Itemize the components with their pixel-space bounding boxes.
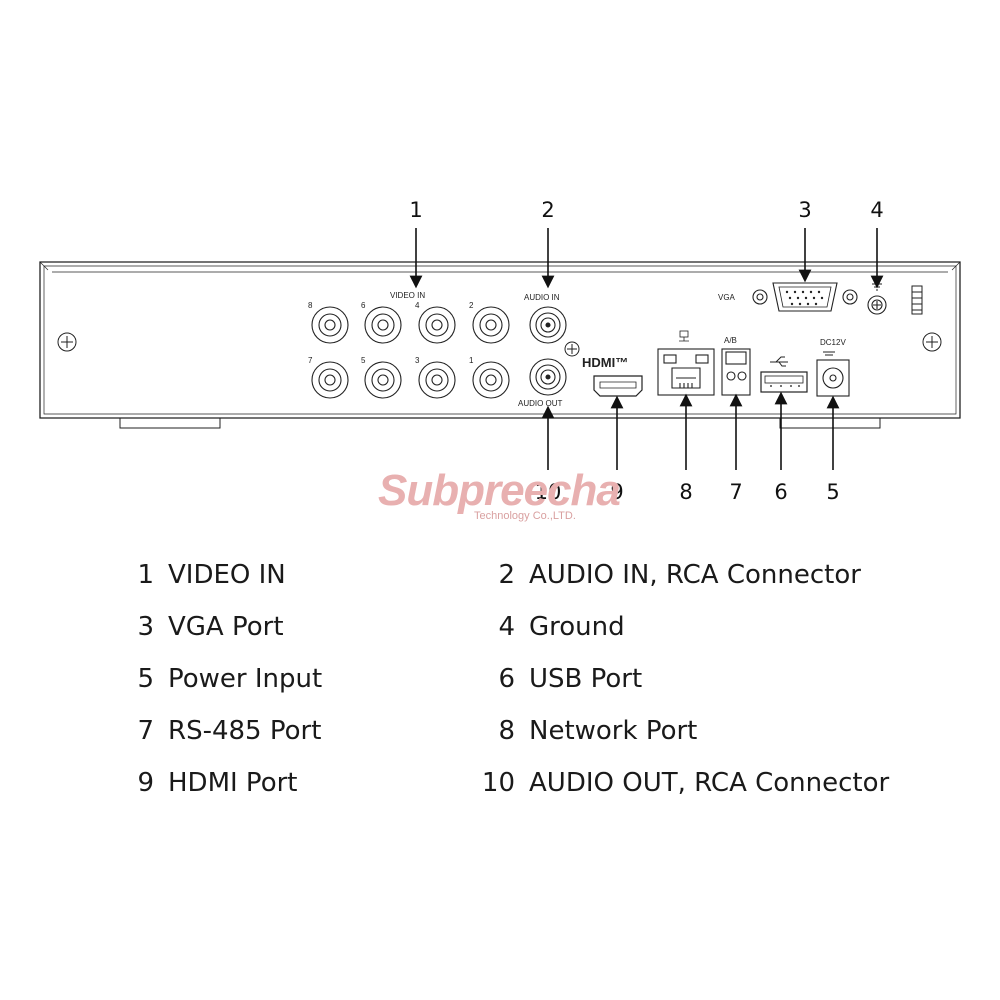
bnc-connector (364, 306, 402, 344)
legend-number: 5 (137, 664, 154, 694)
legend-number: 3 (137, 612, 154, 642)
legend-number: 4 (498, 612, 515, 642)
watermark-logo: Subpreecha Technology Co.,LTD. (378, 466, 621, 522)
network-port (657, 348, 715, 396)
callout-number-3: 3 (798, 198, 811, 222)
legend-item: 10 AUDIO OUT, RCA Connector (473, 768, 889, 798)
legend-text: Ground (529, 612, 625, 642)
hdmi-port (593, 375, 643, 397)
network-icon (679, 330, 689, 342)
legend-number: 8 (498, 716, 515, 746)
legend-text: USB Port (529, 664, 643, 694)
bnc-label: 4 (415, 301, 420, 310)
legend-text: Power Input (168, 664, 323, 694)
watermark-name: Subpreecha (378, 466, 621, 515)
legend-item: 2 AUDIO IN, RCA Connector (473, 560, 861, 590)
bnc-connector (311, 361, 349, 399)
video-in-bnc-group (311, 306, 510, 399)
plus-screw-icon (564, 341, 580, 357)
callout-number-1: 1 (409, 198, 422, 222)
vga-port (752, 282, 858, 312)
bnc-label: 2 (469, 301, 474, 310)
audio-out-rca (529, 358, 567, 396)
legend-text: Network Port (529, 716, 698, 746)
bnc-connector (311, 306, 349, 344)
bnc-connector (418, 361, 456, 399)
screw-left-icon (57, 332, 77, 352)
callout-number-7: 7 (729, 480, 742, 504)
audio-out-panel-label: AUDIO OUT (518, 399, 563, 408)
legend-item: 7 RS-485 Port (112, 716, 321, 746)
hdmi-logo-text: HDMI™ (582, 355, 628, 370)
bnc-connector (472, 306, 510, 344)
legend-number: 6 (498, 664, 515, 694)
legend-text: VIDEO IN (168, 560, 286, 590)
chassis (39, 261, 961, 429)
legend-text: AUDIO IN, RCA Connector (529, 560, 861, 590)
bnc-label: 7 (308, 356, 313, 365)
audio-in-rca (529, 306, 567, 344)
bnc-connector (418, 306, 456, 344)
bnc-label: 3 (415, 356, 420, 365)
legend-item: 9 HDMI Port (112, 768, 297, 798)
bnc-label: 1 (469, 356, 474, 365)
vent-slots (911, 285, 923, 315)
bnc-connector (472, 361, 510, 399)
audio-in-panel-label: AUDIO IN (524, 293, 560, 302)
usb-icon (770, 356, 788, 367)
legend-text: HDMI Port (168, 768, 298, 798)
dc-panel-label: DC12V (820, 338, 846, 347)
ab-panel-label: A/B (724, 336, 737, 345)
vga-panel-label: VGA (718, 293, 736, 302)
legend-item: 6 USB Port (473, 664, 642, 694)
callout-number-6: 6 (774, 480, 787, 504)
callout-number-8: 8 (679, 480, 692, 504)
bnc-number-labels: 8 6 4 2 7 5 3 1 (308, 301, 474, 365)
legend-number: 2 (498, 560, 515, 590)
legend-text: AUDIO OUT, RCA Connector (529, 768, 890, 798)
bnc-label: 8 (308, 301, 313, 310)
legend-number: 1 (137, 560, 154, 590)
legend-item: 8 Network Port (473, 716, 697, 746)
bnc-connector (364, 361, 402, 399)
legend-item: 1 VIDEO IN (112, 560, 286, 590)
callout-number-4: 4 (870, 198, 883, 222)
legend-number: 9 (137, 768, 154, 798)
video-in-panel-label: VIDEO IN (390, 291, 425, 300)
bnc-label: 6 (361, 301, 366, 310)
screw-right-icon (922, 332, 942, 352)
callout-arrows (409, 228, 884, 470)
callout-number-9: 9 (610, 480, 623, 504)
legend-text: RS-485 Port (168, 716, 322, 746)
legend-item: 4 Ground (473, 612, 625, 642)
legend-item: 3 VGA Port (112, 612, 284, 642)
legend-item: 5 Power Input (112, 664, 322, 694)
bnc-label: 5 (361, 356, 366, 365)
legend-number: 10 (481, 768, 515, 798)
legend-text: VGA Port (168, 612, 284, 642)
callout-number-10: 10 (535, 480, 562, 504)
callout-number-2: 2 (541, 198, 554, 222)
callout-number-5: 5 (826, 480, 839, 504)
legend-number: 7 (137, 716, 154, 746)
watermark-subtitle: Technology Co.,LTD. (474, 510, 576, 522)
